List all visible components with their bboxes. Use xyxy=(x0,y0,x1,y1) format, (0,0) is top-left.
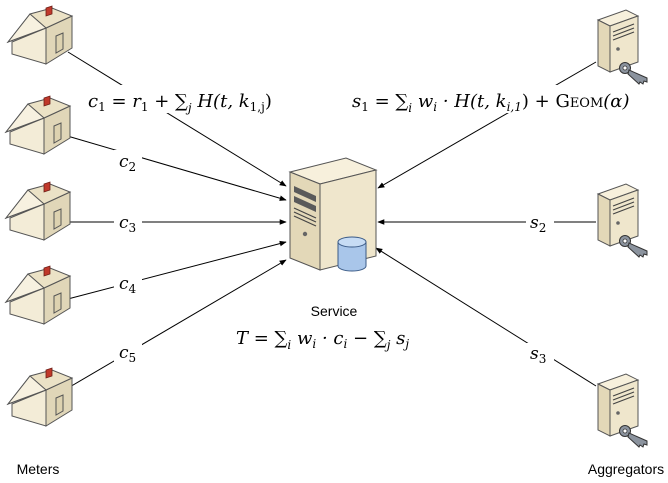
meter-house-4 xyxy=(5,265,71,325)
edge-s1 xyxy=(377,61,597,189)
label-c2: c2 xyxy=(119,152,136,174)
key-icon-2 xyxy=(619,235,648,258)
key-icon-3 xyxy=(619,425,648,448)
service-label: Service xyxy=(311,303,358,319)
edge-c1 xyxy=(67,51,287,187)
meter-house-3 xyxy=(5,181,71,241)
aggregators-label: Aggregators xyxy=(588,461,664,477)
meter-house-1 xyxy=(7,5,73,65)
label-s3: s3 xyxy=(530,344,546,366)
aggregator-server-3 xyxy=(597,373,639,437)
label-c4: c4 xyxy=(119,274,137,296)
label-c3: c3 xyxy=(119,213,136,235)
total-formula: T = ∑i wi · ci − ∑j sj xyxy=(236,328,409,352)
aggregator-server-2 xyxy=(597,183,639,247)
label-c5: c5 xyxy=(119,343,136,365)
edge-s3 xyxy=(375,247,597,387)
edge-c5 xyxy=(67,259,287,389)
edge-c4 xyxy=(63,240,287,301)
meter-house-2 xyxy=(5,95,71,155)
aggregator-server-1 xyxy=(597,9,639,73)
edge-c2 xyxy=(63,134,287,201)
label-s1: s1 = ∑i wi · H(t, ki,1) + Geom(α) xyxy=(352,91,629,115)
meter-house-5 xyxy=(7,367,73,427)
key-icon-1 xyxy=(619,62,648,85)
label-c1: c1 = r1 + ∑j H(t, k1,j) xyxy=(88,91,272,115)
label-s2: s2 xyxy=(530,213,546,235)
meters-label: Meters xyxy=(17,461,60,477)
database-icon xyxy=(337,236,367,272)
